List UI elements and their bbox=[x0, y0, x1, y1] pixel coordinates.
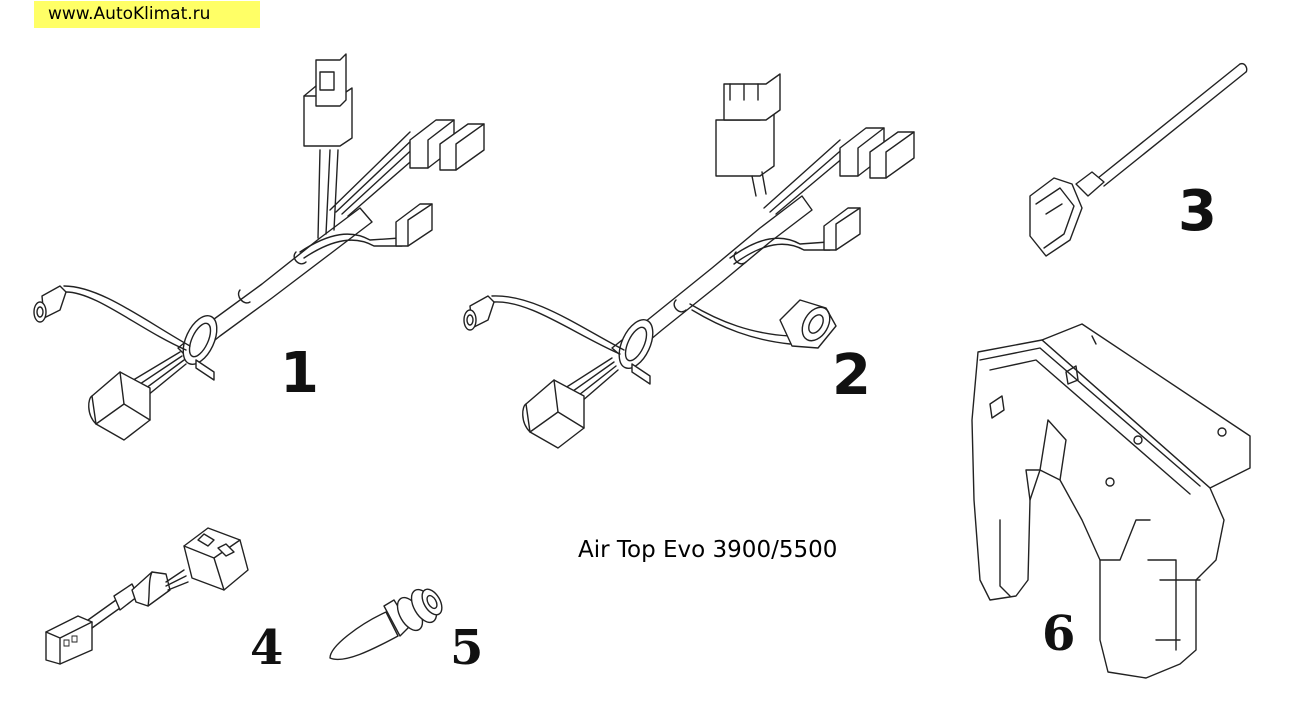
watermark-label: www.AutoKlimat.ru bbox=[34, 1, 260, 28]
part-number-6: 6 bbox=[1042, 606, 1076, 662]
part-number-5: 5 bbox=[450, 620, 484, 676]
part-number-3: 3 bbox=[1178, 179, 1217, 244]
part-number-2: 2 bbox=[832, 343, 871, 408]
diagram-caption: Air Top Evo 3900/5500 bbox=[578, 537, 838, 563]
part-number-1: 1 bbox=[280, 341, 319, 406]
part-number-4: 4 bbox=[250, 620, 284, 676]
